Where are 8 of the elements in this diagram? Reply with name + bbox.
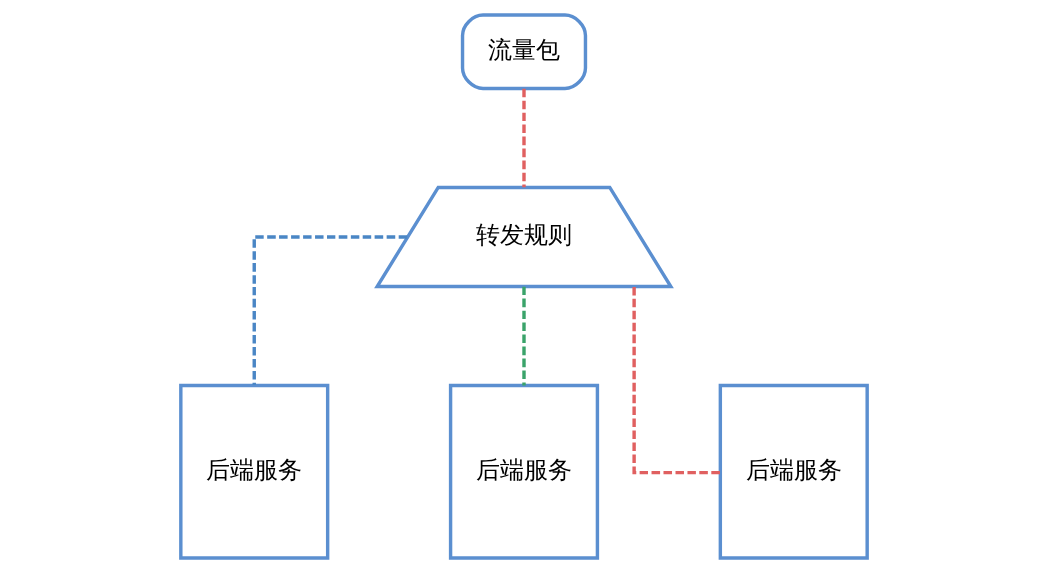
node-box: 后端服务: [178, 383, 329, 560]
connector: [631, 286, 720, 475]
node-box: 后端服务: [718, 383, 869, 560]
node-box: 流量包: [460, 13, 587, 91]
node-box: 后端服务: [448, 383, 599, 560]
connector: [521, 88, 526, 188]
connector: [521, 286, 526, 386]
connector: [252, 235, 407, 385]
